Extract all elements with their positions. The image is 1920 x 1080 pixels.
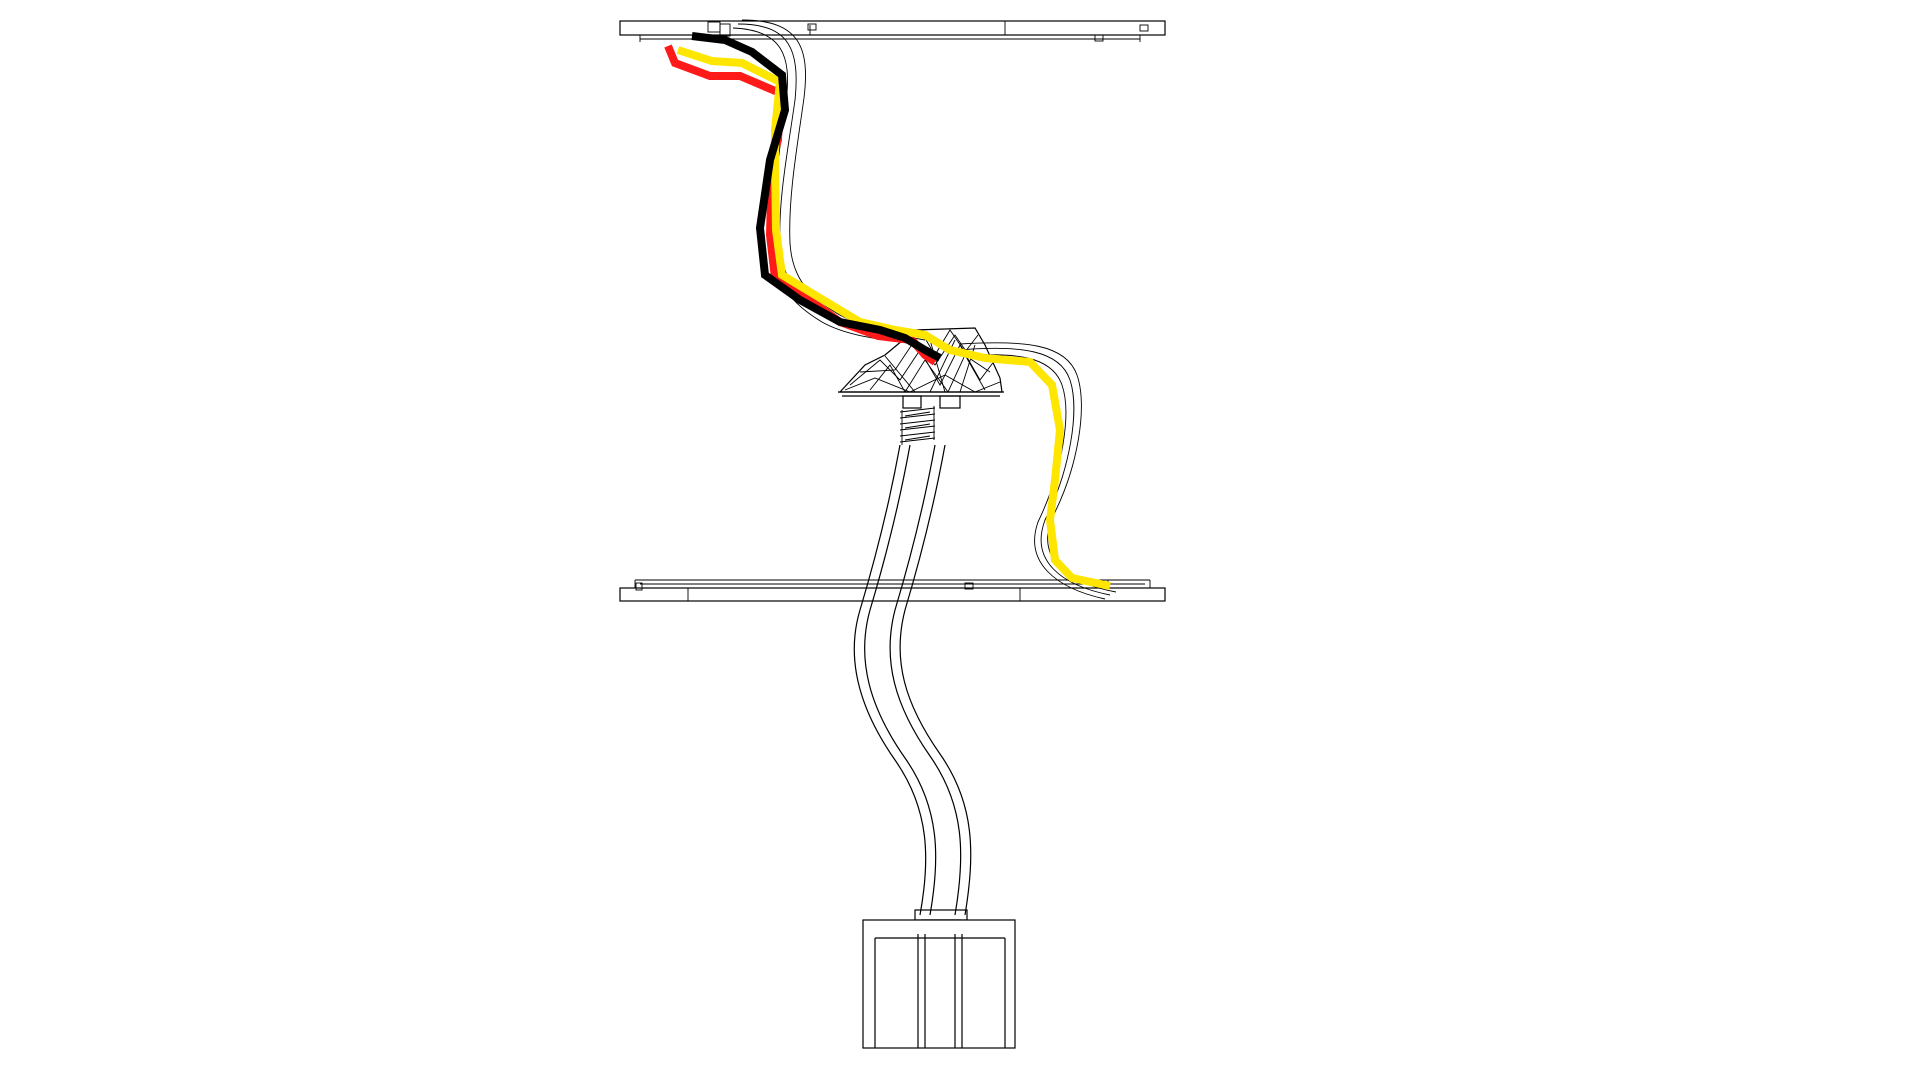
motor-block	[862, 909, 1016, 1049]
red-wire	[664, 44, 938, 366]
threaded-stem	[899, 395, 961, 445]
connector-hub	[838, 327, 1004, 397]
lower-cable-sheath	[959, 342, 1117, 600]
black-wire	[691, 32, 942, 362]
upper-cable-sheath	[732, 19, 931, 346]
yellow-wire	[676, 46, 1111, 590]
flexible-tube	[853, 444, 972, 916]
wires	[664, 32, 1111, 590]
bottom-plate	[619, 579, 1166, 602]
